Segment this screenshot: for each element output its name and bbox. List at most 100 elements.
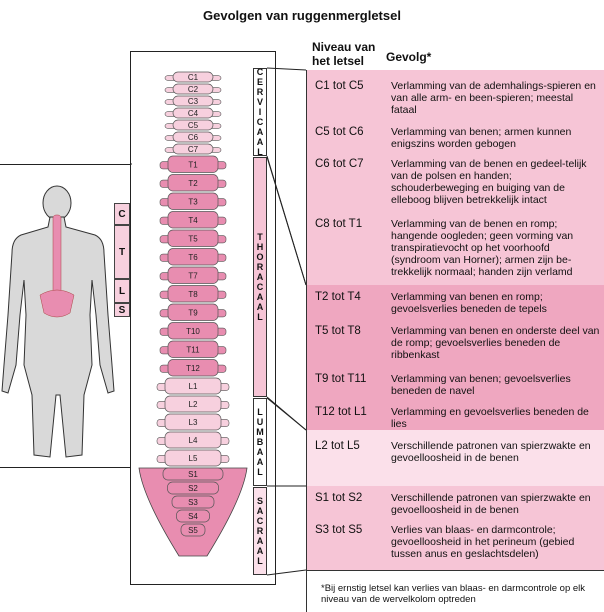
vertebra-label: L2 [189,400,198,409]
row-effect: Verlamming van de benen en romp; hangend… [391,218,574,278]
body-figure-panel [0,164,132,468]
vertebra-label: C5 [188,121,199,130]
header-effect: Gevolg* [386,50,432,64]
region-letter: A [256,457,264,467]
vertebra-label: C1 [188,73,199,82]
vertebra-t2: T2 [159,174,227,192]
row-group-thoracic [307,285,604,430]
figure-label-s: S [114,303,130,317]
vertebra-label: L5 [189,454,198,463]
vertebra-t4: T4 [159,211,227,229]
vertebra-label: C7 [188,145,199,154]
region-letter: I [258,107,262,117]
table-header: Niveau van het letsel Gevolg* [306,36,604,71]
vertebra-t8: T8 [159,285,227,303]
row-effect: Verlamming van benen en onderste deel va… [391,325,600,361]
row-level: S3 tot S5 [315,524,363,536]
vertebra-t7: T7 [159,266,227,284]
region-letter: A [256,536,264,546]
vertebra-t10: T10 [159,322,227,340]
region-letter: L [257,467,263,477]
region-letter: R [256,87,264,97]
vertebra-label: C3 [188,97,199,106]
region-letter: C [256,516,264,526]
region-letter: A [256,272,264,282]
vertebra-label: T11 [186,345,200,354]
vertebra-c4: C4 [164,107,222,119]
vertebra-label: S4 [188,512,198,521]
vertebra-label: T8 [188,290,198,299]
row-effect: Verlamming van de benen en gedeel-telijk… [391,158,587,206]
region-letter: C [256,117,264,127]
row-level: T2 tot T4 [315,291,361,303]
vertebra-t9: T9 [159,303,227,321]
region-letter: C [256,282,264,292]
vertebra-t1: T1 [159,155,227,173]
vertebra-label: T9 [188,308,198,317]
row-level: C5 tot C6 [315,126,364,138]
vertebra-t3: T3 [159,192,227,210]
vertebra-label: L3 [189,418,198,427]
row-effect: Verlamming van de ademhalings-spieren en… [391,80,596,116]
vertebra-t12: T12 [159,359,227,377]
vertebra-l1: L1 [156,377,230,395]
vertebra-c1: C1 [164,71,222,83]
vertebra-s2: S2 [167,481,219,495]
vertebra-label: S2 [188,484,198,493]
vertebra-c2: C2 [164,83,222,95]
region-letter: H [256,242,264,252]
region-letter: R [256,262,264,272]
region-letter: A [256,447,264,457]
table-row: T5 tot T8 Verlamming van benen en onders… [307,319,604,367]
row-effect: Verschillende patronen van spierzwakte e… [391,492,591,516]
vertebra-t5: T5 [159,229,227,247]
vertebra-label: C6 [188,133,199,142]
vertebra-c5: C5 [164,119,222,131]
vertebra-label: S3 [188,498,198,507]
figure-region-labels: C T L S [114,203,130,317]
region-letter: A [256,506,264,516]
pelvis-highlight [39,289,75,318]
vertebra-label: T12 [186,364,200,373]
region-letter: A [256,292,264,302]
vertebra-t11: T11 [159,340,227,358]
vertebra-s3: S3 [171,495,215,509]
vertebra-l3: L3 [156,413,230,431]
vertebra-l5: L5 [156,449,230,467]
row-effect: Verlies van blaas- en darmcontrole; gevo… [391,524,575,560]
footnote: *Bij ernstig letsel kan verlies van blaa… [306,570,604,612]
vertebra-l4: L4 [156,431,230,449]
table-row: T12 tot L1 Verlamming en gevoelsverlies … [307,400,604,430]
header-level: Niveau van het letsel [312,40,376,68]
row-level: S1 tot S2 [315,492,363,504]
figure-label-c: C [114,203,130,225]
vertebra-label: S5 [188,526,198,535]
vertebra-label: L4 [189,436,198,445]
region-letter: M [256,427,264,437]
vertebra-label: T4 [188,216,198,225]
region-letter: A [256,137,264,147]
table-row: L2 tot L5 Verschillende patronen van spi… [307,434,604,484]
figure-label-l: L [114,279,130,303]
page-title: Gevolgen van ruggenmergletsel [203,8,401,23]
table-row: C6 tot C7 Verlamming van de benen en ged… [307,152,604,212]
vertebra-label: T7 [188,271,198,280]
vertebra-s4: S4 [176,509,210,523]
table-row: T2 tot T4 Verlamming van benen en romp; … [307,285,604,319]
spine-highlight [52,214,62,301]
row-effect: Verlamming van benen; gevoelsverlies ben… [391,373,571,397]
row-level: T5 tot T8 [315,325,361,337]
region-letter: S [256,496,263,506]
vertebra-c3: C3 [164,95,222,107]
region-letter: A [256,302,264,312]
row-level: C1 tot C5 [315,80,364,92]
row-level: C6 tot C7 [315,158,364,170]
spine-diagram: C1C2C3C4C5C6C7T1T2T3T4T5T6T7T8T9T10T11T1… [138,71,248,557]
region-letter: O [256,252,264,262]
vertebra-s5: S5 [180,523,206,537]
region-letter: V [256,97,263,107]
